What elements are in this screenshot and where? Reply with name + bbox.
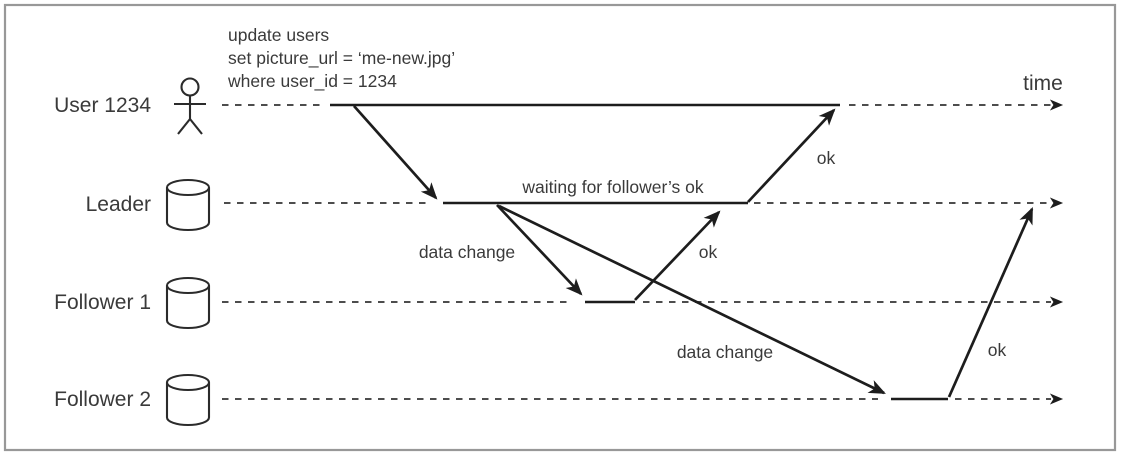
actor-label-follower2: Follower 2 bbox=[54, 388, 151, 411]
query-line-3: where user_id = 1234 bbox=[227, 71, 397, 92]
data-change-arrow-leader-to-follower2 bbox=[498, 204, 886, 395]
ok-arrow-follower1-to-leader bbox=[634, 210, 721, 301]
follower2-database-cylinder-icon bbox=[165, 373, 211, 427]
update-query-text: update users set picture_url = ‘me-new.j… bbox=[227, 25, 455, 92]
ok-arrow-follower2-to-leader bbox=[947, 207, 1034, 398]
data-change-label-2: data change bbox=[677, 342, 773, 362]
follower1-database-cylinder-icon bbox=[165, 276, 211, 330]
query-line-2: set picture_url = ‘me-new.jpg’ bbox=[228, 48, 455, 69]
ok-label-follower2: ok bbox=[988, 340, 1007, 360]
person-icon bbox=[174, 77, 206, 135]
write-request-arrow-user-to-leader bbox=[352, 105, 438, 200]
waiting-note-label: waiting for follower’s ok bbox=[521, 177, 703, 197]
ok-arrow-leader-to-user bbox=[747, 108, 836, 203]
actor-label-leader: Leader bbox=[86, 193, 151, 216]
data-change-label-1: data change bbox=[419, 242, 515, 262]
actor-label-follower1: Follower 1 bbox=[54, 291, 151, 314]
ok-label-leader-to-user: ok bbox=[817, 148, 836, 168]
ok-label-follower1: ok bbox=[699, 242, 718, 262]
data-change-arrow-leader-to-follower1 bbox=[496, 204, 583, 296]
time-axis-label: time bbox=[1023, 72, 1063, 95]
query-line-1: update users bbox=[228, 25, 329, 45]
leader-database-cylinder-icon bbox=[165, 178, 211, 232]
actor-label-user: User 1234 bbox=[54, 94, 151, 117]
